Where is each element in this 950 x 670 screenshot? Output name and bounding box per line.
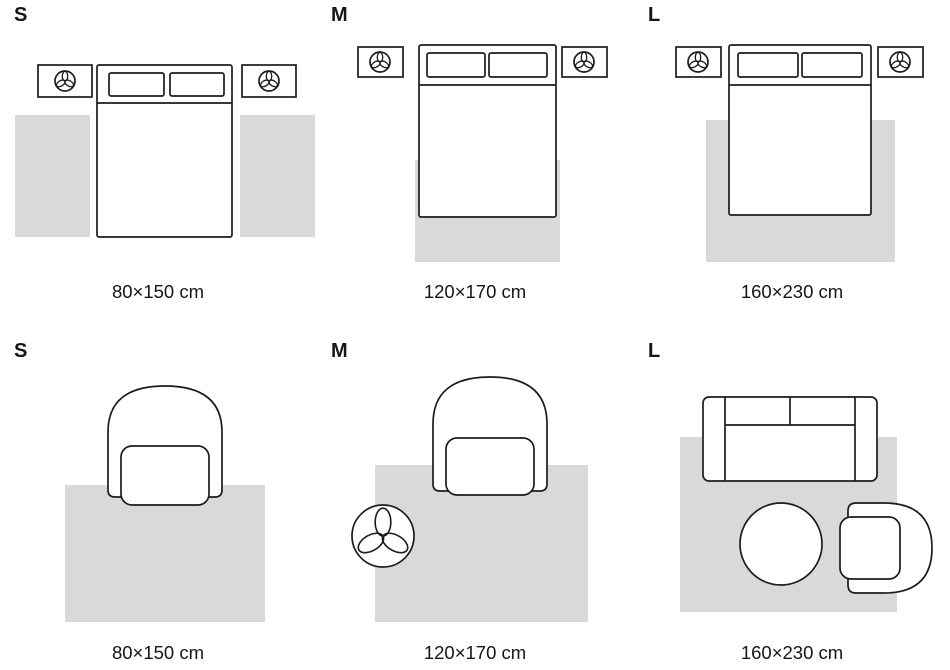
bed <box>728 44 872 216</box>
panel-bedroom-l: L 160×230 cm <box>634 0 950 310</box>
bedroom-m-diagram <box>357 44 608 262</box>
bed <box>418 44 557 218</box>
dimension-label: 160×230 cm <box>740 642 844 663</box>
panel-living-l: L 160×230 cm <box>634 336 950 666</box>
size-label: S <box>14 340 28 362</box>
pillow <box>426 52 486 78</box>
plant-icon <box>687 51 709 73</box>
living-m-diagram <box>351 376 588 622</box>
dimension-label: 160×230 cm <box>740 281 844 302</box>
pillow <box>801 52 863 78</box>
plant-icon <box>889 51 911 73</box>
armchair <box>107 385 223 506</box>
panel-living-s: S 80×150 cm <box>0 336 316 666</box>
living-l-diagram <box>680 396 933 612</box>
pillow <box>737 52 799 78</box>
area-rug <box>65 485 265 622</box>
size-label: M <box>331 340 348 362</box>
runner-rug-right <box>240 115 315 237</box>
size-label: L <box>648 340 661 362</box>
plant-icon <box>54 70 76 92</box>
pillow <box>108 72 165 97</box>
plant-icon <box>573 51 595 73</box>
coffee-table <box>739 502 823 586</box>
plant-icon <box>369 51 391 73</box>
armchair <box>432 376 548 496</box>
plant-icon <box>258 70 280 92</box>
bed <box>96 64 233 238</box>
armchair <box>839 502 933 594</box>
pillow <box>169 72 225 97</box>
dimension-label: 80×150 cm <box>111 642 205 663</box>
bedroom-s-diagram <box>15 64 315 238</box>
size-label: S <box>14 4 28 26</box>
panel-bedroom-s: S 80×150 cm <box>0 0 316 310</box>
dimension-label: 120×170 cm <box>423 642 527 663</box>
size-label: L <box>648 4 661 26</box>
runner-rug-left <box>15 115 90 237</box>
size-label: M <box>331 4 348 26</box>
potted-plant <box>351 504 415 568</box>
panel-living-m: M 120×170 cm <box>317 336 633 666</box>
pillow <box>488 52 548 78</box>
living-s-diagram <box>65 385 265 622</box>
bedroom-l-diagram <box>675 44 924 262</box>
dimension-label: 80×150 cm <box>111 281 205 302</box>
panel-bedroom-m: M 120×170 cm <box>317 0 633 310</box>
dimension-label: 120×170 cm <box>423 281 527 302</box>
sofa <box>702 396 878 482</box>
